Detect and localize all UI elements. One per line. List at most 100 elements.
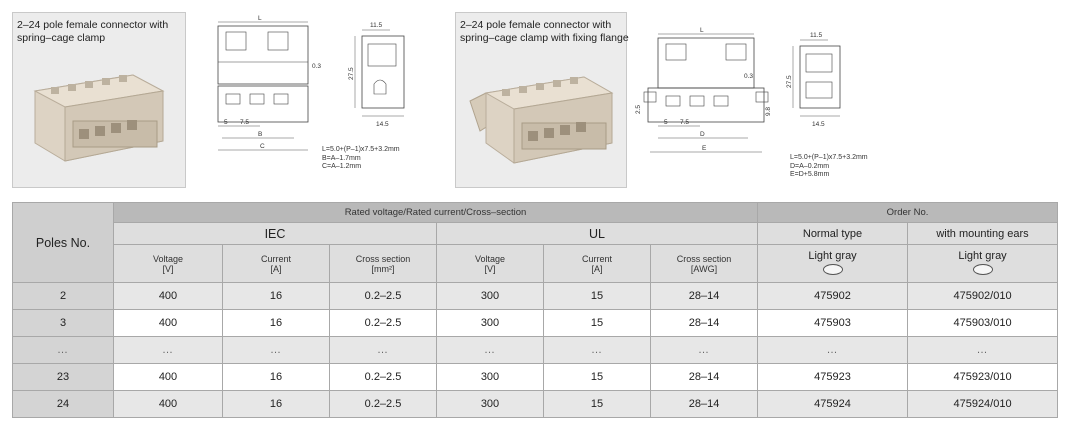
- dim-label-C: C: [260, 143, 265, 150]
- col-header-line: Voltage: [152, 253, 184, 264]
- normal-type-header: Normal type: [757, 222, 909, 245]
- poles-header: Poles No.: [12, 202, 114, 283]
- table-cell: …: [907, 336, 1059, 364]
- col-header-iec-voltage: Voltage[V]: [113, 244, 223, 283]
- dim-label-pitch-1: 5: [224, 119, 228, 126]
- table-cell: 15: [543, 282, 651, 310]
- dim-label-D: D: [700, 131, 705, 138]
- col-header-unit: [AWG]: [690, 263, 718, 274]
- poles-cell: 23: [12, 363, 114, 391]
- col-header-line: Current: [260, 253, 291, 264]
- dim-label-pitch-2: 7.5: [680, 119, 689, 126]
- product-1-caption: 2–24 pole female connector with spring–c…: [17, 19, 168, 45]
- product-1-photo-panel: 2–24 pole female connector with spring–c…: [12, 12, 186, 188]
- col-header-line: Voltage: [474, 253, 506, 264]
- caption-line: 2–24 pole female connector with: [17, 19, 169, 31]
- ul-header: UL: [435, 222, 759, 245]
- caption-line: spring–cage clamp with fixing flange: [460, 32, 629, 44]
- col-header-unit: [mm²]: [371, 263, 395, 274]
- table-cell: 28–14: [649, 309, 759, 337]
- dim-label-gap: 0.3: [312, 63, 321, 70]
- col-header-ul-cross-section: Cross section[AWG]: [649, 244, 759, 283]
- with-ears-header: with mounting ears: [907, 222, 1059, 245]
- col-header-unit: [V]: [484, 263, 496, 274]
- table-cell: …: [649, 336, 759, 364]
- table-cell: 475902/010: [907, 282, 1059, 310]
- table-cell: 400: [113, 390, 223, 418]
- table-cell: 16: [222, 282, 330, 310]
- dim-label-pitch-1: 5: [664, 119, 668, 126]
- product-2-formula: L=5.0+(P–1)x7.5+3.2mm D=A–0.2mm E=D+5.8m…: [790, 154, 868, 180]
- table-cell: 475923: [757, 363, 909, 391]
- table-cell: 400: [113, 282, 223, 310]
- table-cell: 475903/010: [907, 309, 1059, 337]
- col-header-iec-cross-section: Cross section[mm²]: [329, 244, 437, 283]
- dim-label-height: 27.5: [348, 67, 355, 80]
- table-cell: 16: [222, 390, 330, 418]
- dim-label-right-height: 9.8: [765, 107, 772, 116]
- connector-photo-image: [33, 74, 165, 162]
- dim-label-E: E: [702, 145, 707, 152]
- dim-label-bottom-width: 14.5: [812, 121, 825, 128]
- table-cell: 0.2–2.5: [329, 282, 437, 310]
- col-header-ears-color: Light gray: [907, 244, 1059, 283]
- col-header-unit: [A]: [270, 263, 282, 274]
- table-cell: 400: [113, 309, 223, 337]
- table-cell: 475902: [757, 282, 909, 310]
- col-header-line: Cross section: [355, 253, 411, 264]
- table-cell: …: [757, 336, 909, 364]
- dim-label-L: L: [258, 15, 262, 22]
- col-header-line: Current: [581, 253, 612, 264]
- product-2-photo-panel: 2–24 pole female connector with spring–c…: [455, 12, 629, 188]
- table-cell: 475923/010: [907, 363, 1059, 391]
- dim-label-pitch-2: 7.5: [240, 119, 249, 126]
- table-cell: 28–14: [649, 390, 759, 418]
- col-header-unit: [A]: [591, 263, 603, 274]
- dim-label-B: B: [258, 131, 262, 138]
- caption-line: 2–24 pole female connector with: [460, 19, 612, 31]
- poles-cell: 2: [12, 282, 114, 310]
- connector-with-flange-photo-image: [469, 76, 614, 164]
- table-cell: 300: [436, 282, 544, 310]
- caption-line: spring–cage clamp: [17, 32, 106, 44]
- rated-header: Rated voltage/Rated current/Cross–sectio…: [112, 202, 759, 223]
- product-1-formula: L=5.0+(P–1)x7.5+3.2mm B=A–1.7mm C=A–1.2m…: [322, 146, 400, 172]
- col-header-unit: [V]: [162, 263, 174, 274]
- dim-label-top-width: 11.5: [810, 32, 823, 39]
- table-cell: 15: [543, 309, 651, 337]
- poles-cell: 3: [12, 309, 114, 337]
- table-cell: 300: [436, 309, 544, 337]
- formula-line: B=A–1.7mm: [322, 154, 361, 162]
- table-cell: 475903: [757, 309, 909, 337]
- col-header-line: Cross section: [676, 253, 732, 264]
- formula-line: E=D+5.8mm: [790, 171, 830, 178]
- product-1-dimension-drawing: L 0.3 5 7.5 B C 11.5 27.5 14.5: [217, 15, 405, 151]
- col-header-normal-color: Light gray: [757, 244, 909, 283]
- table-row: ………………………: [12, 336, 1059, 364]
- table-cell: 28–14: [649, 363, 759, 391]
- dim-label-left-height: 2.5: [635, 105, 642, 114]
- formula-line: C=A–1.2mm: [322, 163, 362, 170]
- dim-label-L: L: [700, 27, 704, 34]
- poles-cell: 24: [12, 390, 114, 418]
- light-gray-swatch-icon: [822, 263, 843, 275]
- table-cell: 28–14: [649, 282, 759, 310]
- table-cell: 475924/010: [907, 390, 1059, 418]
- dim-label-height: 27.5: [786, 75, 793, 88]
- formula-line: L=5.0+(P–1)x7.5+3.2mm: [790, 154, 868, 161]
- table-cell: …: [436, 336, 544, 364]
- table-cell: 0.2–2.5: [329, 309, 437, 337]
- table-cell: 300: [436, 390, 544, 418]
- col-header-ul-voltage: Voltage[V]: [436, 244, 544, 283]
- formula-line: D=A–0.2mm: [790, 162, 830, 170]
- dim-label-bottom-width: 14.5: [376, 121, 389, 128]
- table-cell: 0.2–2.5: [329, 390, 437, 418]
- dim-label-gap: 0.3: [744, 73, 753, 80]
- color-label: Light gray: [958, 249, 1007, 262]
- table-cell: 300: [436, 363, 544, 391]
- poles-cell: …: [12, 336, 114, 364]
